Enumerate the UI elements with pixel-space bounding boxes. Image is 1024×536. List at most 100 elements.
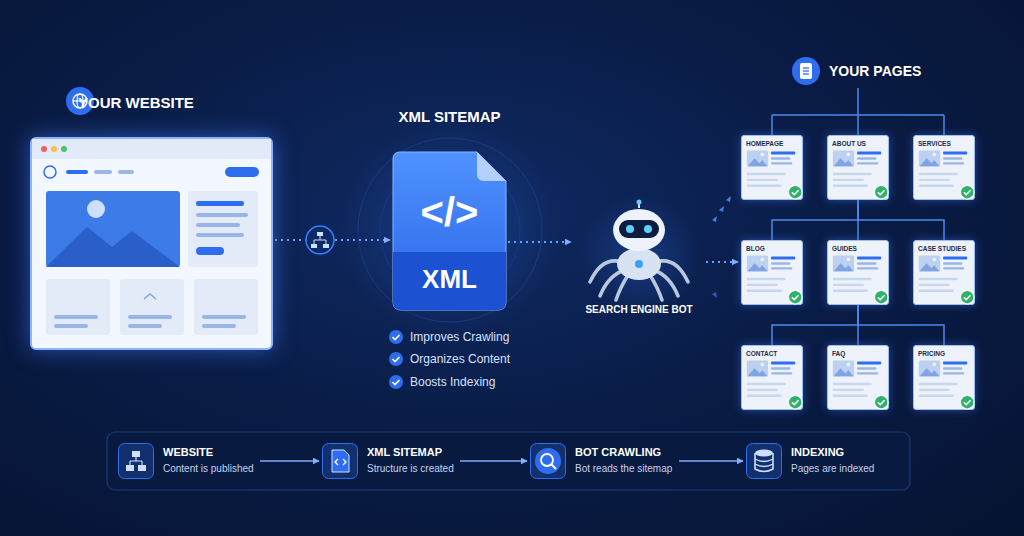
browser-window-part-part [194, 279, 258, 335]
tree-line [772, 305, 858, 345]
page-card-part-part [878, 400, 885, 404]
page-card: FAQ [827, 345, 889, 410]
page-card-part-part [857, 372, 878, 374]
page-card-part-part [833, 361, 854, 377]
page-card-part-part [833, 173, 872, 175]
process-step: INDEXINGPages are indexed [746, 443, 879, 479]
page-card-part-part [833, 184, 868, 186]
page-card-part-part [878, 190, 885, 194]
page-card-part-part [964, 295, 971, 299]
check-icons-part [389, 375, 403, 389]
browser-window-part-part [196, 233, 244, 237]
page-card: ABOUT US [827, 135, 889, 200]
node-text: Bot reads the sitemap [575, 463, 672, 474]
browser-window-part-part [118, 170, 134, 174]
page-card-part-part [747, 289, 782, 291]
page-card-part-part [920, 368, 939, 376]
browser-window-part-part [196, 223, 240, 227]
process-step-part-part [551, 464, 556, 469]
page-card-part-part [964, 400, 971, 404]
browser-window-part-part [196, 213, 248, 217]
page-card-part-part [943, 157, 962, 159]
page-card-part-part [792, 295, 799, 299]
browser-window-part-part [188, 191, 258, 267]
browser-window-part-part [128, 324, 162, 328]
node-text: Pages are indexed [791, 463, 874, 474]
xml-file-icon-part-part [477, 152, 506, 181]
page-card-part-part [788, 185, 802, 199]
network-icon [306, 226, 334, 254]
page-card: SERVICES [913, 135, 975, 200]
tree-line [858, 200, 944, 240]
network-icon-part [314, 236, 326, 244]
page-card-part-part [919, 289, 954, 291]
browser-window-part-part [32, 139, 271, 159]
search-bot-part-part [637, 200, 642, 205]
page-card-part-part [747, 184, 782, 186]
page-card-part-part [833, 284, 864, 286]
page-card-part-part [833, 278, 872, 280]
process-step-part-part [132, 451, 140, 457]
process-step-part [746, 443, 782, 479]
bot-motion-chevrons-part [726, 196, 731, 202]
page-card-part-part [771, 362, 795, 365]
xml-file-icon: XML SITEMAP</>XML [393, 152, 506, 310]
page-card: GUIDES [827, 240, 889, 305]
section-heading: YOUR PAGES [829, 63, 921, 79]
check-icons-part [393, 357, 400, 362]
browser-window-part-part [87, 200, 105, 218]
page-card-part-part [747, 151, 768, 167]
node-title: WEBSITE [163, 446, 213, 458]
process-step-part-part [335, 459, 346, 465]
search-bot-part-part [644, 225, 652, 233]
tree-top-branch-part [772, 88, 944, 135]
page-card-part-part [857, 267, 878, 269]
page-card-part-part [943, 152, 967, 155]
page-card-part-part [747, 256, 768, 272]
page-card-part-part [857, 362, 881, 365]
page-card-part-part [788, 290, 802, 304]
page-card-part-part [943, 372, 964, 374]
pages-icon-part [803, 73, 809, 74]
node-title: FAQ [832, 350, 845, 357]
browser-window-part-part [128, 315, 172, 319]
page-card-part-part [857, 367, 876, 369]
node-title: XML SITEMAP [367, 446, 442, 458]
network-icon-part [306, 226, 334, 254]
node-title: HOMEPAGE [746, 140, 783, 147]
page-card-part-part [919, 394, 954, 396]
flow-arrow [706, 261, 738, 263]
page-card-part-part [833, 179, 864, 181]
process-step-part-part [747, 444, 782, 479]
page-card-part-part [943, 267, 964, 269]
search-bot-part-part [613, 209, 665, 251]
page-card-part-part [771, 367, 790, 369]
browser-window-part-part [196, 201, 244, 206]
page-card-part-part [748, 263, 767, 271]
page-card-part-part [857, 152, 881, 155]
page-card-part-part [792, 400, 799, 404]
glow-part [358, 138, 542, 322]
node-text: Content is published [163, 463, 254, 474]
process-step: BOT CRAWLINGBot reads the sitemap [530, 443, 677, 479]
check-icons-part [393, 380, 400, 385]
page-card-part-part [834, 368, 853, 376]
tree-line [858, 305, 944, 345]
page-card-part-part [932, 152, 936, 156]
browser-window-part-part [54, 324, 88, 328]
process-step-part-part [138, 465, 146, 471]
process-step: WEBSITE Content is published [118, 443, 258, 479]
node-title: SEARCH ENGINE BOT [574, 304, 704, 315]
process-step-part-part [755, 450, 773, 457]
check-icons [389, 330, 403, 389]
check-icons-part [393, 335, 400, 340]
benefit-item: Improves Crawling [410, 330, 509, 344]
browser-window: YOUR WEBSITE [30, 137, 273, 350]
page-card-part-part [760, 152, 764, 156]
page-card-part-part [874, 395, 888, 409]
page-card-part-part [932, 257, 936, 261]
pages-icon-part [800, 63, 812, 79]
node-title: GUIDES [832, 245, 857, 252]
browser-window-part-part [120, 279, 184, 335]
